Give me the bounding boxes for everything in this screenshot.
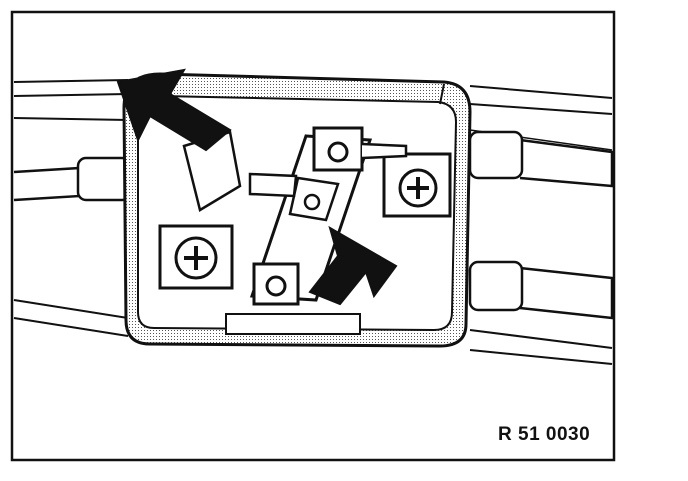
left-crimp [248,172,298,198]
right-fixing-screw [382,152,452,218]
left-fixing-screw [158,224,234,290]
figure-reference-code: R 51 0030 [498,424,591,445]
lower-terminal [252,262,300,306]
right-upper-grommet [468,130,524,180]
arrow-lower-right [308,225,398,306]
arrow-upper-left [116,68,232,152]
upper-terminal [312,126,408,172]
right-lower-grommet [468,260,524,312]
left-grommet [76,156,132,202]
housing-latch [225,313,361,335]
